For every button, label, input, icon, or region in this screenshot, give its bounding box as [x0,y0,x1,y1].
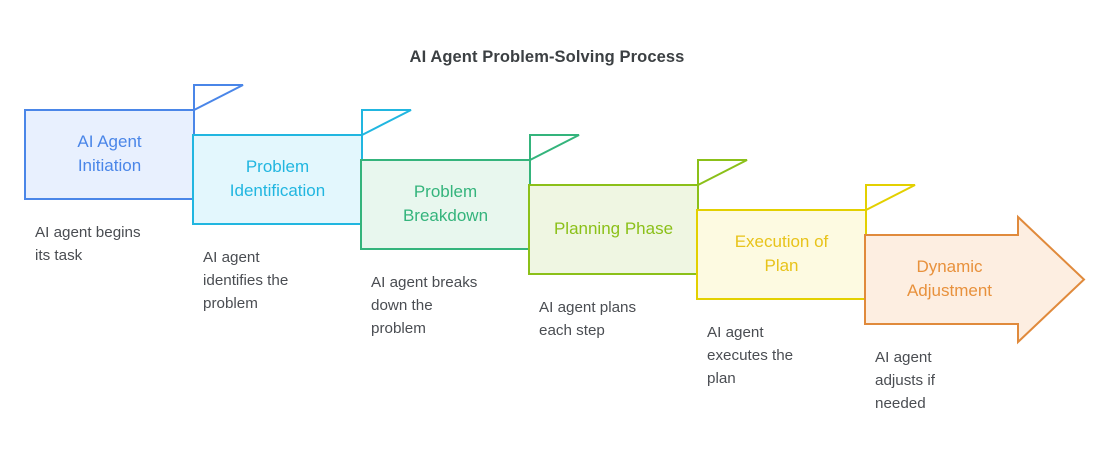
step-label-6: Dynamic [916,257,983,276]
process-step-5[interactable]: Execution of Plan [696,184,916,300]
step-description-2: AI agent identifies the problem [203,249,289,312]
step-label-4: Planning Phase [554,219,673,238]
step-fold-4 [697,159,748,187]
step-label-2: Identification [230,181,325,200]
step-fold-3 [529,134,580,162]
step-fold-1 [193,84,244,112]
step-description-1: AI agent begins its task [35,224,141,264]
step-label-3: Problem [414,182,477,201]
process-step-4[interactable]: Planning Phase [528,159,748,275]
step-label-5: Plan [764,256,798,275]
step-label-6: Adjustment [907,281,992,300]
step-description-5: AI agent executes the plan [707,324,794,387]
step-shape-3[interactable] [360,159,531,250]
step-description-4: AI agent plans each step [539,299,637,339]
step-description-6: AI agent adjusts if needed [875,349,935,412]
step-label-5: Execution of [735,232,829,251]
step-label-1: AI Agent [77,132,142,151]
step-label-2: Problem [246,157,309,176]
step-fold-5 [865,184,916,212]
step-shape-2[interactable] [192,134,363,225]
step-fold-2 [361,109,412,137]
step-label-1: Initiation [78,156,141,175]
page-title: AI Agent Problem-Solving Process [409,48,685,66]
step-shape-1[interactable] [24,109,195,200]
step-shape-6[interactable] [864,214,1086,345]
step-label-3: Breakdown [403,206,488,225]
step-shape-4[interactable] [528,184,699,275]
step-shape-5[interactable] [696,209,867,300]
step-description-3: AI agent breaks down the problem [371,274,478,337]
